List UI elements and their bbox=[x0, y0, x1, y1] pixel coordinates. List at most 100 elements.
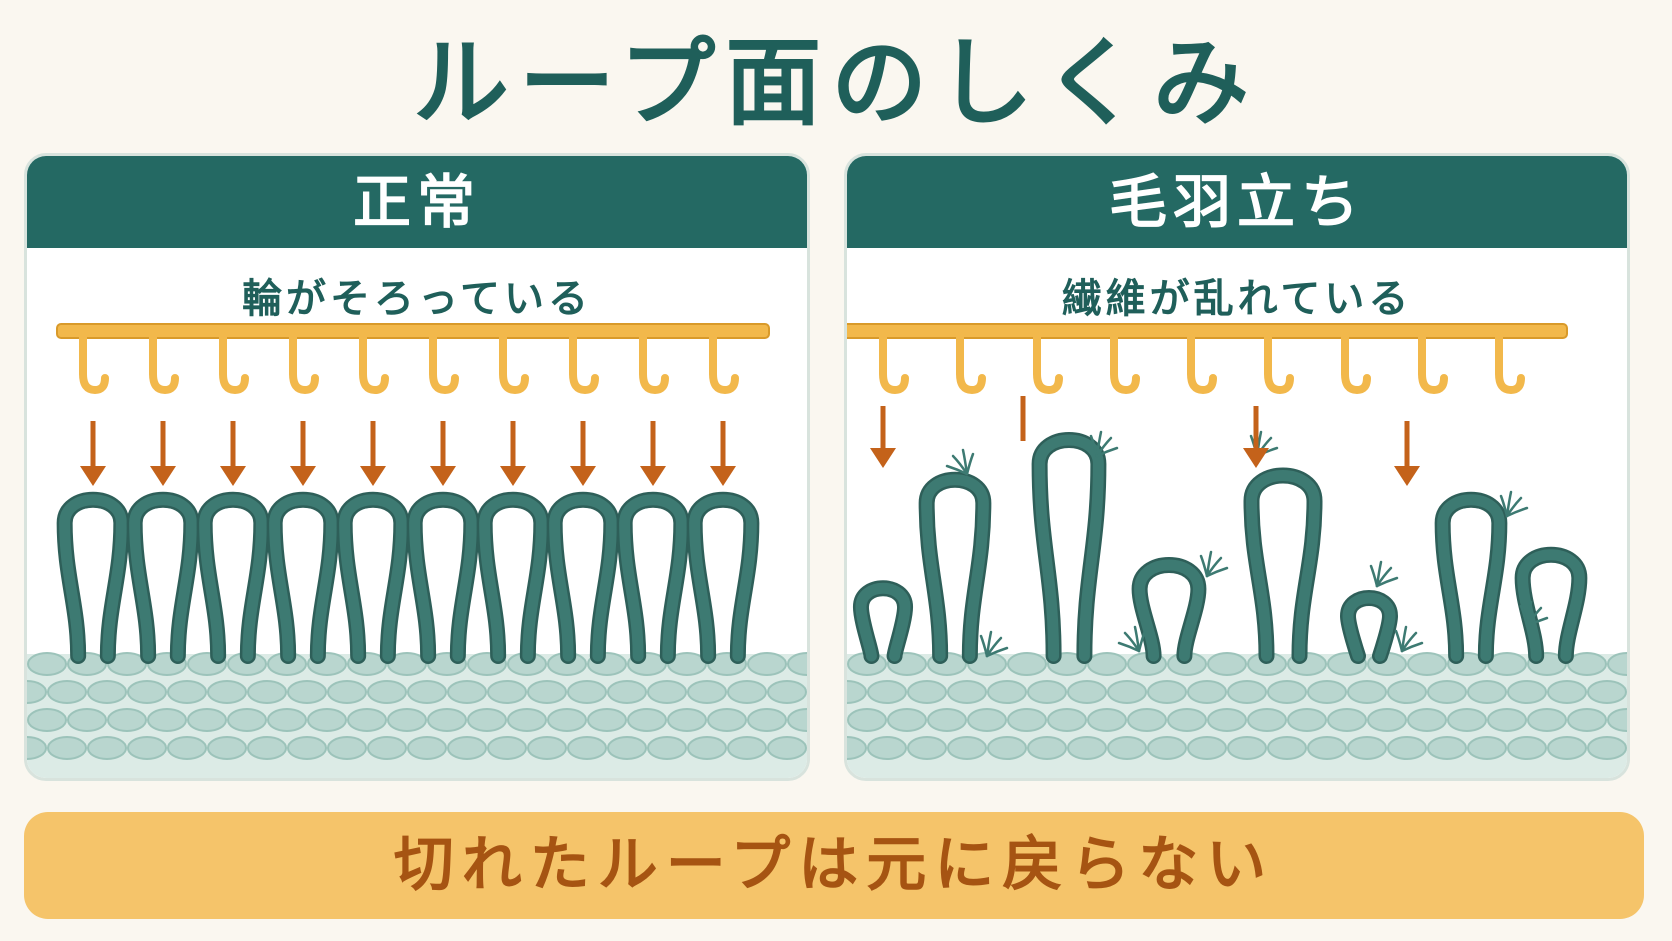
weave-stitch bbox=[987, 736, 1027, 760]
hook bbox=[1418, 332, 1448, 395]
uniform-loop-core bbox=[619, 494, 687, 662]
weave-stitch bbox=[367, 736, 407, 760]
weave-stitch bbox=[487, 736, 527, 760]
uniform-loop-core bbox=[479, 494, 547, 662]
weave-stitch bbox=[207, 736, 247, 760]
weave-stitch bbox=[1107, 680, 1147, 704]
weave-stitch bbox=[1127, 708, 1167, 732]
weave-stitch bbox=[1507, 680, 1547, 704]
weave-stitch bbox=[447, 680, 487, 704]
weave-stitch bbox=[327, 680, 367, 704]
weave-stitch bbox=[847, 708, 887, 732]
down-arrow-head bbox=[500, 466, 526, 486]
panel-subtitle-normal: 輪がそろっている bbox=[242, 276, 592, 322]
weave-stitch bbox=[1467, 736, 1507, 760]
weave-stitch bbox=[1507, 736, 1547, 760]
weave-stitch bbox=[1247, 708, 1287, 732]
weave-stitch bbox=[1527, 708, 1567, 732]
weave-stitch bbox=[127, 680, 167, 704]
weave-stitch bbox=[107, 708, 147, 732]
weave-stitch bbox=[167, 736, 207, 760]
weave-stitch bbox=[1147, 736, 1187, 760]
weave-stitch bbox=[1027, 736, 1067, 760]
hook bbox=[1187, 332, 1217, 395]
weave-stitch bbox=[1287, 708, 1327, 732]
hook bbox=[879, 332, 909, 395]
weave-stitch bbox=[1607, 708, 1627, 732]
uniform-loop-core bbox=[59, 494, 127, 662]
weave-stitch bbox=[607, 736, 647, 760]
disordered-loop-core bbox=[921, 474, 989, 662]
uniform-loop-core bbox=[689, 494, 757, 662]
weave-base bbox=[27, 652, 807, 778]
frayed-fiber bbox=[1095, 446, 1119, 458]
fuzz-loop-illustration bbox=[847, 323, 1627, 778]
weave-stitch bbox=[1327, 708, 1367, 732]
down-arrow-head bbox=[1394, 466, 1420, 486]
weave-stitch bbox=[1227, 736, 1267, 760]
hook bbox=[956, 332, 986, 395]
weave-stitch bbox=[967, 708, 1007, 732]
panel-subtitle-fuzz: 繊維が乱れている bbox=[1061, 276, 1413, 322]
weave-stitch bbox=[347, 708, 387, 732]
normal-loop-illustration bbox=[27, 323, 807, 778]
weave-stitch bbox=[1147, 680, 1187, 704]
weave-stitch bbox=[187, 708, 227, 732]
hook bbox=[79, 332, 109, 395]
weave-stitch bbox=[1427, 736, 1467, 760]
weave-stitch bbox=[887, 708, 927, 732]
weave-stitch bbox=[1087, 652, 1127, 676]
weave-stitch bbox=[907, 680, 947, 704]
weave-stitch bbox=[267, 708, 307, 732]
weave-stitch bbox=[647, 736, 687, 760]
down-arrow-head bbox=[290, 466, 316, 486]
weave-stitch bbox=[247, 736, 287, 760]
weave-stitch bbox=[327, 736, 367, 760]
weave-stitch bbox=[1567, 652, 1607, 676]
weave-stitch bbox=[1007, 652, 1047, 676]
frayed-fiber bbox=[985, 646, 1009, 658]
weave-stitch bbox=[1307, 680, 1347, 704]
weave-stitch bbox=[1027, 680, 1067, 704]
weave-stitch bbox=[407, 680, 447, 704]
loops bbox=[852, 430, 1588, 664]
frayed-fiber bbox=[1369, 564, 1379, 588]
weave-stitch bbox=[847, 736, 867, 760]
weave-stitch bbox=[1107, 736, 1147, 760]
panel-header-normal: 正常 bbox=[27, 156, 807, 248]
panel-fuzz: 毛羽立ち 繊維が乱れている bbox=[844, 153, 1630, 781]
frayed-fiber bbox=[965, 452, 975, 476]
weave-stitch bbox=[47, 736, 87, 760]
disordered-loop-core bbox=[855, 582, 911, 662]
frayed-fiber bbox=[1525, 616, 1549, 628]
disordered-loop-core bbox=[1342, 592, 1396, 662]
weave-stitch bbox=[167, 680, 207, 704]
weave-stitch bbox=[907, 736, 947, 760]
weave-stitch bbox=[247, 680, 287, 704]
weave-stitch bbox=[987, 680, 1027, 704]
weave-stitch bbox=[927, 708, 967, 732]
hook bbox=[289, 332, 319, 395]
weave-stitch bbox=[1267, 736, 1307, 760]
weave-stitch bbox=[1487, 652, 1527, 676]
frayed-fiber bbox=[1205, 566, 1229, 578]
footer-message: 切れたループは元に戻らない bbox=[24, 812, 1644, 919]
weave-stitch bbox=[47, 680, 87, 704]
weave-stitch bbox=[1087, 708, 1127, 732]
disordered-loop-core bbox=[1245, 470, 1321, 662]
uniform-loop-core bbox=[129, 494, 197, 662]
hook bbox=[1341, 332, 1371, 395]
weave-stitch bbox=[447, 736, 487, 760]
down-arrow-head bbox=[870, 448, 896, 468]
weave-stitch bbox=[1407, 652, 1447, 676]
weave-stitch bbox=[747, 708, 787, 732]
weave-stitch bbox=[1587, 680, 1627, 704]
weave-stitch bbox=[647, 680, 687, 704]
uniform-loop-core bbox=[269, 494, 337, 662]
weave-stitch bbox=[667, 652, 707, 676]
weave-stitch bbox=[1587, 736, 1627, 760]
down-arrow-head bbox=[220, 466, 246, 486]
weave-stitch bbox=[667, 708, 707, 732]
weave-stitch bbox=[87, 680, 127, 704]
frayed-fiber bbox=[1375, 576, 1399, 588]
